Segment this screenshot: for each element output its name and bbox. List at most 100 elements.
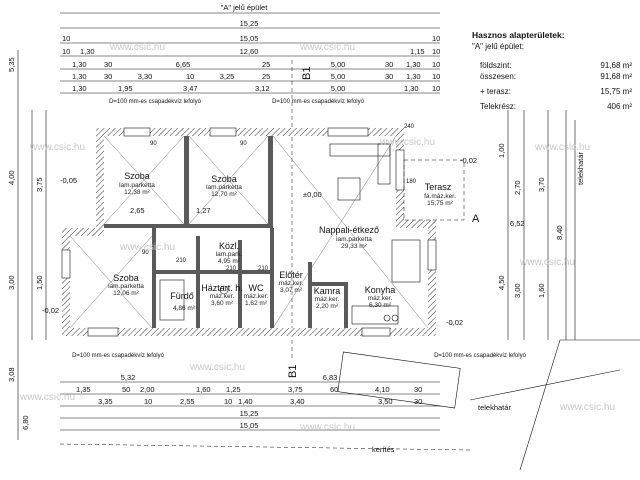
plot-boundary-right-label: telekhatár: [576, 152, 585, 185]
room-area: 3,07 m²: [280, 287, 303, 294]
gutter-note-bottom-left: D=100 mm-es csapadékvíz lefolyó: [72, 353, 165, 359]
room-name: Terasz: [425, 182, 452, 192]
room-area: 1,62 m²: [245, 300, 268, 307]
summary-row: földszint:91,68 m²: [480, 61, 632, 70]
walls: [61, 127, 437, 337]
useful-area-summary: Hasznos alapterületek: "A" jelű épület: …: [472, 30, 632, 112]
bottom-dim: 3,75: [288, 385, 303, 394]
diagonal-site-line: [519, 339, 640, 471]
door-height: 210: [176, 258, 187, 264]
top-dim: 10: [432, 72, 440, 81]
room-floor: lam.parketta: [108, 283, 144, 290]
top-dim: 1,30: [72, 60, 87, 69]
room-labels: Szoba lam.parketta 12,38 m² Szoba lam.pa…: [108, 171, 456, 312]
top-dim: 3,30: [138, 72, 153, 81]
room-floor: lam.park.: [216, 251, 243, 258]
bottom-dim: 6,83: [323, 373, 338, 382]
bottom-dim-inner: 15,05: [240, 421, 259, 430]
right-dim: 8,40: [555, 225, 564, 240]
living-room-furniture: [159, 143, 421, 325]
window-height: 180: [406, 179, 417, 185]
top-dim: 3,47: [183, 84, 198, 93]
gutter-note-top-right: D=100 mm-es csapadékvíz lefolyó: [272, 99, 365, 105]
top-dim: 10: [432, 47, 440, 56]
summary-row: összesen:91,68 m²: [480, 72, 632, 81]
room-area: 12,06 m²: [113, 290, 139, 297]
room-width: 2,65: [130, 206, 145, 215]
level-zero: ±0,00: [303, 190, 322, 199]
left-dim: 5,35: [7, 57, 16, 72]
room-floor: fá.máz.ker.: [424, 193, 456, 200]
left-dim: 3,00: [7, 275, 16, 290]
summary-subheading: "A" jelű épület:: [472, 42, 524, 51]
top-dim: 1,30: [72, 72, 87, 81]
room-area: 15,75 m²: [427, 200, 453, 207]
top-dim: 30: [104, 72, 112, 81]
door-height: 210: [226, 266, 237, 272]
room-area: 12,38 m²: [124, 189, 150, 196]
bottom-dim: 30: [414, 397, 422, 406]
left-dim: 1,50: [35, 275, 44, 290]
level-minus-bottom-left: -0,02: [42, 306, 59, 315]
top-dim: 5,00: [331, 72, 346, 81]
room-floor: máz.ker.: [279, 280, 304, 287]
top-dim: 10: [62, 47, 70, 56]
room-floor: máz.ker.: [315, 296, 340, 303]
left-dim: 3,08: [7, 367, 16, 382]
gutter-note-bottom-right: D=100 mm-es csapadékvíz lefolyó: [434, 353, 527, 359]
level-minus-left: -0,05: [60, 176, 77, 185]
top-dim: 3,12: [255, 84, 270, 93]
left-dimensions: 5,35 4,00 3,75 3,00 1,50 3,08 6,80: [7, 50, 47, 440]
wall-height: 240: [404, 124, 415, 130]
right-dim: 3,70: [537, 177, 546, 192]
right-dim: 1,60: [537, 283, 546, 298]
building-title: "A" jelű épület: [221, 3, 269, 12]
top-dim: 1,30: [72, 84, 87, 93]
top-dim: 1,30: [404, 84, 419, 93]
bottom-dim: 1,35: [76, 385, 91, 394]
bottom-dim: 2,00: [140, 385, 155, 394]
level-minus-bottom-right: -0,02: [446, 318, 463, 327]
right-dim: 4,50: [497, 275, 506, 290]
level-minus-right: -0,02: [460, 156, 477, 165]
top-dim: 10: [432, 84, 440, 93]
bottom-dim: 10: [144, 397, 152, 406]
bottom-dim: 60: [330, 385, 338, 394]
door-markers: 90 90 90 210 210 210 180 240 2,65 1,27: [130, 124, 417, 272]
top-dim: 3,25: [220, 72, 235, 81]
right-dim: 1,00: [497, 143, 506, 158]
right-dim: 2,70: [513, 180, 522, 195]
top-dim: 10: [432, 34, 440, 43]
room-area: 12,70 m²: [211, 191, 237, 198]
bottom-dim: 30: [414, 385, 422, 394]
room-floor: máz.ker.: [210, 293, 235, 300]
watermark-text: www.csic.hu: [109, 42, 165, 53]
room-area: 6,30 m²: [369, 302, 392, 309]
door-height: 210: [258, 266, 269, 272]
summary-heading: Hasznos alapterületek:: [472, 30, 565, 40]
room-diagonals: [69, 135, 429, 329]
left-dim: 6,80: [21, 415, 30, 430]
summary-row: Telekrész:406 m²: [480, 102, 632, 111]
section-b-bottom-marker: B1: [287, 365, 299, 378]
bottom-dim: 3,40: [290, 397, 305, 406]
bottom-dimensions: 5,32 6,83 1,35 50 2,00 1,60 1,25 3,75 60…: [60, 373, 440, 431]
room-floor: lam.parketta: [336, 236, 372, 243]
top-dim: 1,95: [118, 84, 133, 93]
bottom-dim: 2,55: [180, 397, 195, 406]
room-area: 4,95 m²: [218, 258, 241, 265]
top-dim: 30: [104, 60, 112, 69]
bottom-dim: 3,35: [98, 397, 113, 406]
door-width: 90: [240, 141, 247, 147]
right-dim: 3,00: [513, 283, 522, 298]
room-name: Közl.: [219, 241, 239, 251]
room-name: Háztart. h.: [201, 283, 243, 293]
section-b-top-marker: B1: [301, 67, 313, 80]
room-name: Nappali-étkező: [319, 225, 379, 235]
bottom-dim: 1,60: [196, 385, 211, 394]
top-dim: 12,60: [240, 47, 259, 56]
watermarks: www.csic.hu www.csic.hu www.csic.hu www.…: [19, 42, 615, 433]
room-area: 3,60 m²: [211, 300, 234, 307]
top-dim: 5,00: [331, 84, 346, 93]
bottom-dim: 1,40: [238, 397, 253, 406]
